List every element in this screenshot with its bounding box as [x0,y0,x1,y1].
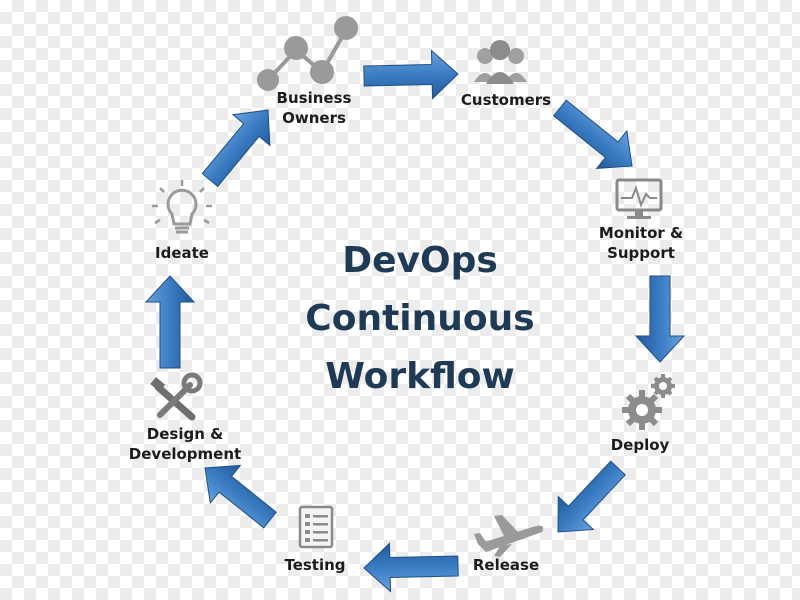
airplane-icon [474,515,544,557]
cycle-arrow-2 [553,99,633,169]
cycle-arrow-4 [557,460,627,533]
people-group-icon [474,40,527,84]
cycle-arrows [144,49,686,593]
cycle-arrow-3 [634,275,686,363]
title-line: Workflow [325,356,515,397]
stage-label-business-owners: Business Owners [276,89,352,127]
stage-label-monitor-support: Monitor & Support [598,224,684,262]
stage-label-customers: Customers [460,91,552,109]
stage-label-testing: Testing [284,556,346,574]
title-line: Continuous [305,298,535,339]
cycle-arrow-5 [363,542,459,593]
stage-label-ideate: Ideate [155,244,209,262]
gears-icon [622,374,675,430]
checklist-icon [298,505,334,549]
tools-icon [150,372,203,421]
title-line: DevOps [342,240,498,281]
cycle-arrow-1 [363,49,459,100]
stage-label-release: Release [472,556,540,574]
cycle-arrow-6 [204,464,277,529]
diagram-title: DevOps Continuous Workflow [270,232,570,406]
network-people-icon [257,16,358,91]
stage-label-design-development: Design & Development [128,425,242,463]
stage-label-deploy: Deploy [610,436,670,454]
cycle-arrow-7 [144,275,196,369]
monitor-pulse-icon [615,178,663,219]
lightbulb-icon [152,180,212,234]
cycle-arrow-8 [201,109,271,188]
